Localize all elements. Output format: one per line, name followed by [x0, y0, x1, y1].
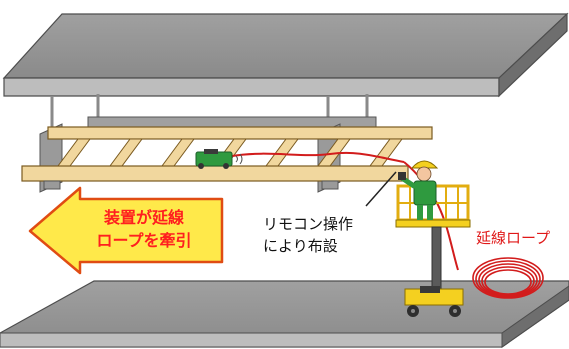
arrow-label-line1: 装置が延線 — [103, 208, 184, 227]
remote-label-line1: リモコン操作 — [263, 215, 354, 233]
cable-tray — [21, 116, 433, 193]
rope-label: 延線ロープ — [476, 229, 551, 247]
remote-label-line2: により布設 — [263, 237, 338, 255]
pointer-line — [365, 171, 397, 207]
rope-coil-icon — [472, 257, 544, 299]
ceiling-slab — [2, 12, 569, 98]
pulling-device-icon — [195, 149, 243, 169]
worker-icon — [398, 160, 439, 220]
pull-direction-arrow — [28, 186, 224, 275]
remote-operation-label: リモコン操作 により布設 — [263, 213, 353, 257]
arrow-label-line2: ロープを牽引 — [96, 231, 192, 250]
arrow-label: 装置が延線 ロープを牽引 — [82, 206, 206, 252]
